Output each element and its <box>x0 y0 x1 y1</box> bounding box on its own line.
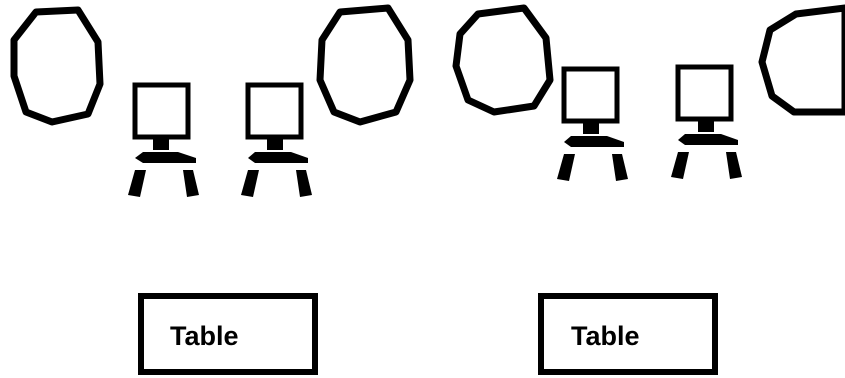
oval-3-icon <box>452 4 554 116</box>
table-1-label: Table <box>170 321 239 351</box>
table-2-label: Table <box>571 321 640 351</box>
oval-2-icon <box>316 4 414 126</box>
easel-3-icon <box>557 66 628 181</box>
easel-2-icon <box>241 82 312 197</box>
easel-4-icon <box>671 64 742 179</box>
oval-1-icon <box>10 6 104 126</box>
easel-1-icon <box>128 82 199 197</box>
oval-4-icon <box>758 4 845 116</box>
table-1 <box>138 293 318 375</box>
table-2 <box>538 293 718 375</box>
